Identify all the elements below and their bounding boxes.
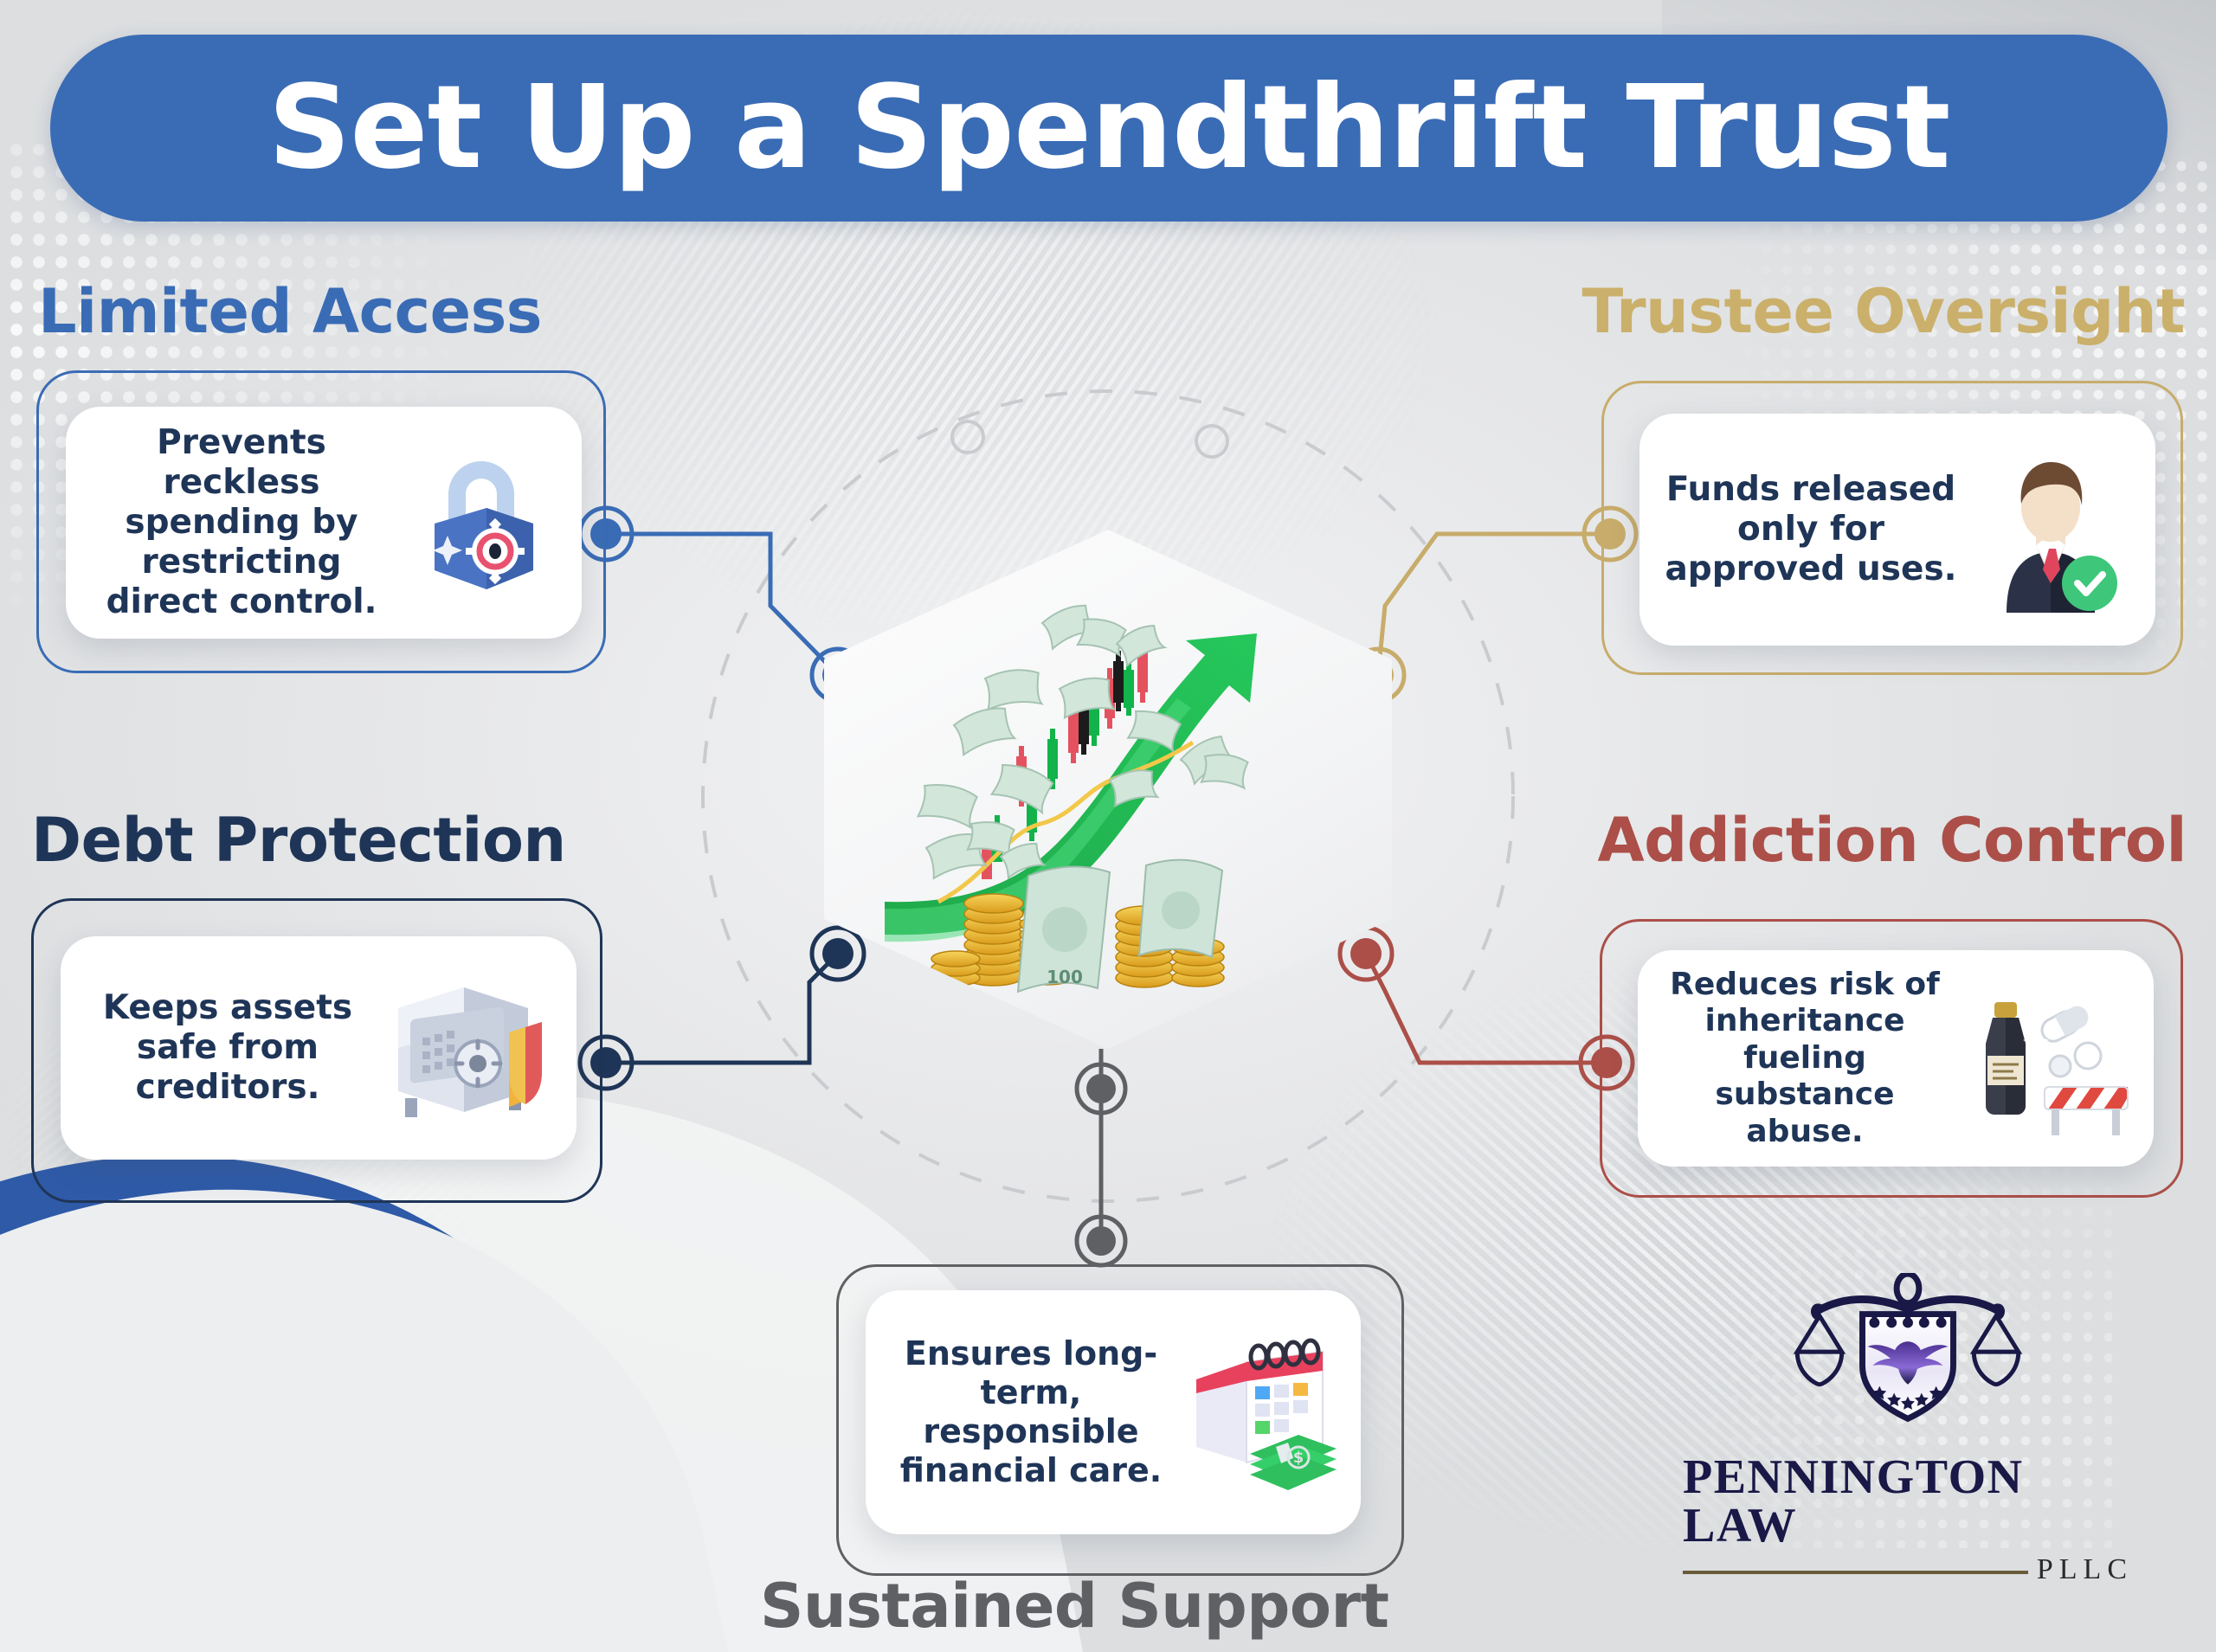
connector-node-limited-inner <box>590 518 622 550</box>
card-limited-access[interactable]: Prevents reckless spending by restrictin… <box>66 407 582 639</box>
card-addiction-control[interactable]: Reduces risk of inheritance fueling subs… <box>1638 950 2154 1167</box>
connector-addiction-control <box>1363 952 1607 1065</box>
frame-trustee-oversight <box>1601 381 2183 675</box>
connector-node-addiction-inner <box>1591 1047 1622 1078</box>
heading-limited-access: Limited Access <box>38 276 542 347</box>
logo-divider <box>1683 1571 2028 1574</box>
frame-sustained-support <box>836 1264 1404 1576</box>
heading-sustained-support: Sustained Support <box>760 1571 1389 1642</box>
connector-node-sustain-bottom-inner <box>1086 1226 1116 1256</box>
svg-text:100: 100 <box>1047 967 1083 987</box>
frame-limited-access <box>36 370 606 673</box>
logo-entity-suffix: PLLC <box>2036 1553 2133 1585</box>
connector-trustee-oversight <box>1375 531 1610 676</box>
connector-node-debt-mid-inner <box>822 938 854 969</box>
connector-node-sustain-top-inner <box>1086 1074 1116 1103</box>
card-trustee-oversight-text: Funds released only for approved uses. <box>1665 469 1957 588</box>
connector-node-addiction-outer <box>1578 1034 1635 1091</box>
heading-addiction-control: Addiction Control <box>1597 805 2187 876</box>
bottle-pills-barrier-icon <box>1986 1002 2129 1135</box>
page-title: Set Up a Spendthrift Trust <box>267 61 1951 195</box>
connector-node-debt-outer <box>577 1034 635 1091</box>
card-trustee-oversight[interactable]: Funds released only for approved uses. <box>1639 414 2155 646</box>
card-limited-access-text: Prevents reckless spending by restrictin… <box>106 422 377 622</box>
connector-node-debt-inner <box>590 1047 622 1078</box>
padlock-gear-icon <box>433 461 533 589</box>
logo-firm-name: PENNINGTON LAW <box>1683 1450 2024 1552</box>
money-growth-hexagon-icon: 100 <box>885 604 1257 993</box>
frame-debt-protection <box>31 898 602 1203</box>
page-title-banner: Set Up a Spendthrift Trust <box>50 35 2168 222</box>
connector-node-addiction-mid-inner <box>1350 938 1382 969</box>
connector-node-trustee-outer <box>1581 505 1639 562</box>
connector-debt-protection <box>606 952 840 1065</box>
card-debt-protection-text: Keeps assets safe from creditors. <box>102 987 353 1107</box>
scales-of-justice-shield-eagle-icon <box>1793 1273 2023 1423</box>
businessman-approved-icon <box>2007 462 2117 613</box>
heading-debt-protection: Debt Protection <box>31 805 566 876</box>
frame-addiction-control <box>1600 919 2183 1198</box>
connector-limited-access <box>606 531 840 677</box>
connector-node-sustain-top-outer <box>1074 1062 1128 1115</box>
pennington-law-logo: PENNINGTON LAW PLLC <box>1683 1273 2133 1585</box>
center-hexagon: 100 <box>824 530 1392 1049</box>
svg-text:$: $ <box>1293 1449 1304 1467</box>
card-sustained-support[interactable]: Ensures long-term, responsible financial… <box>866 1290 1361 1534</box>
calendar-cash-icon: $ <box>1196 1338 1337 1490</box>
heading-trustee-oversight: Trustee Oversight <box>1581 276 2185 347</box>
safe-shield-icon <box>398 987 542 1117</box>
logo-rule-row: PLLC <box>1683 1555 2133 1585</box>
card-addiction-control-text: Reduces risk of inheritance fueling subs… <box>1670 966 1940 1149</box>
card-sustained-support-text: Ensures long-term, responsible financial… <box>899 1334 1163 1489</box>
card-debt-protection[interactable]: Keeps assets safe from creditors. <box>61 936 577 1160</box>
connector-node-debt-mid-outer <box>809 925 866 982</box>
